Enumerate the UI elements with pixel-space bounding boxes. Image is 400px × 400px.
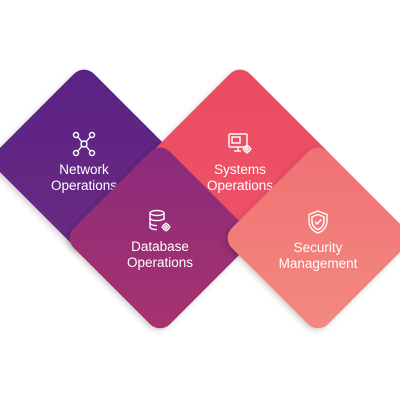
label-line: Operations: [126, 255, 194, 270]
tile-label: Network Operations: [51, 162, 117, 194]
shield-check-icon: [308, 210, 328, 234]
label-line: Operations: [50, 178, 118, 193]
label-line: Network: [59, 162, 109, 177]
label-line: Database: [131, 239, 189, 254]
label-line: Systems: [214, 162, 266, 177]
database-gear-icon: [149, 209, 171, 232]
tile-label: Database Operations: [127, 239, 193, 271]
label-line: Operations: [206, 178, 274, 193]
tile-security-management: Security Management: [221, 141, 400, 335]
label-line: Management: [278, 256, 358, 271]
tile-database-operations: Database Operations: [63, 141, 257, 335]
tile-label: Security Management: [279, 240, 358, 272]
label-line: Security: [293, 240, 343, 255]
monitor-gear-icon: [228, 133, 252, 154]
tile-systems-operations: Systems Operations: [143, 63, 337, 257]
tile-label: Systems Operations: [207, 162, 273, 194]
network-nodes-icon: [72, 131, 96, 157]
tile-network-operations: Network Operations: [0, 63, 181, 257]
